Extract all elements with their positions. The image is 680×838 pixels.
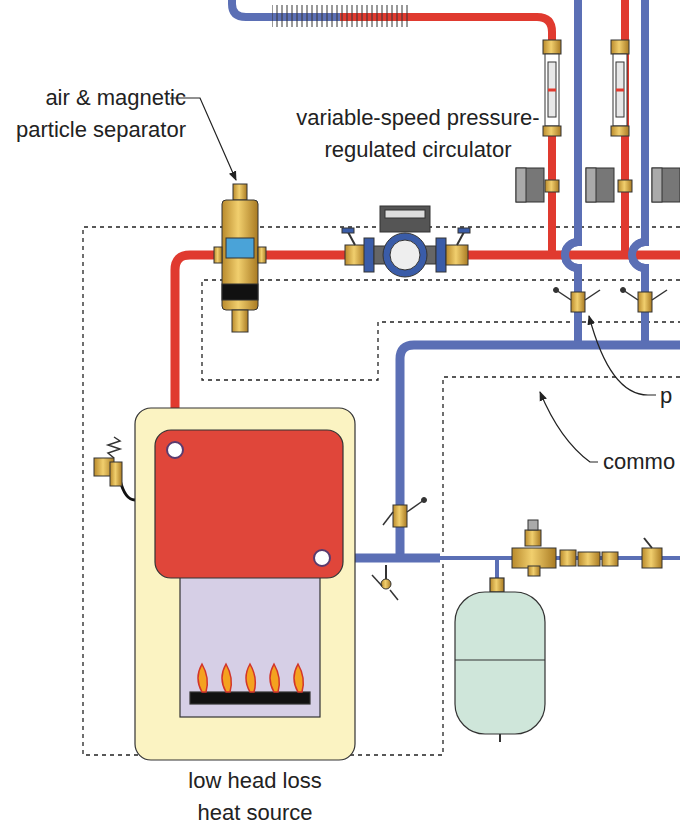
region-heading: low head loss heat source <box>165 765 345 829</box>
part-label: p <box>660 380 680 412</box>
circulator <box>342 206 470 277</box>
region-label: low head loss heat source <box>165 765 345 829</box>
boiler <box>135 408 355 760</box>
leader-line <box>170 98 656 462</box>
part-label: variable-speed pressure-regulated circul… <box>293 102 543 166</box>
air-and-magnetic-particle-separator <box>214 184 266 332</box>
fill-valve-assembly <box>512 520 662 576</box>
fin-tube <box>272 5 410 27</box>
part-label: commo <box>603 446 680 478</box>
relief-valve <box>94 437 135 500</box>
purge-valve <box>372 288 667 601</box>
zone-valve <box>516 168 680 202</box>
burner-flame <box>198 664 303 692</box>
part-label: air & magnetic particle separator <box>0 82 186 146</box>
flow-meter <box>543 40 629 136</box>
expansion-tank <box>455 578 545 742</box>
